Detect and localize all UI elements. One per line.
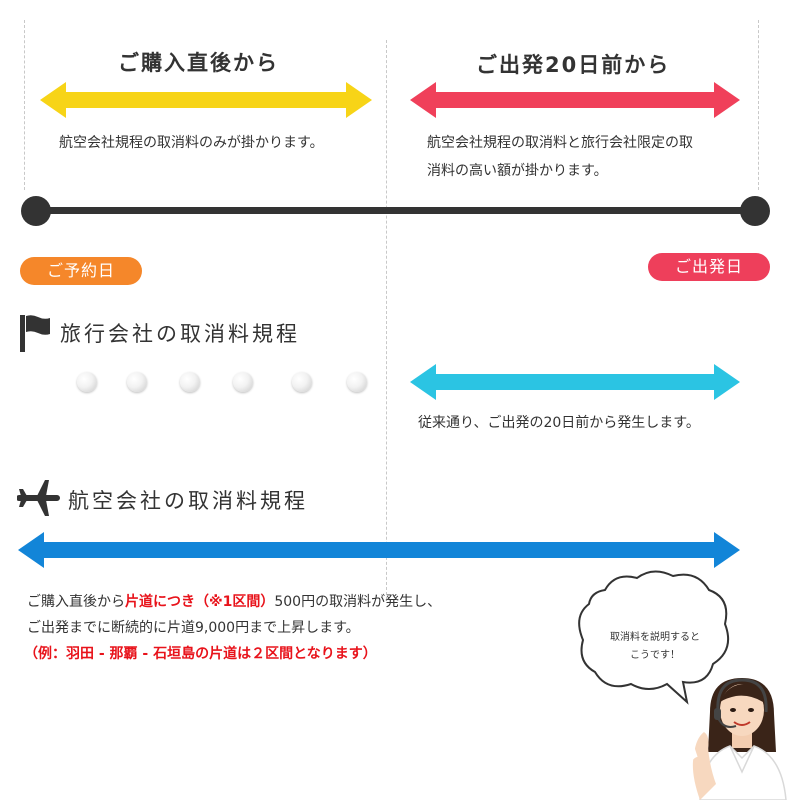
operator-woman-illustration — [680, 678, 787, 800]
speech-bubble — [578, 570, 729, 705]
right-guide-line — [758, 20, 759, 190]
airline-rule-line1-end: 500円の取消料が発生し、 — [274, 594, 442, 610]
ball-marker — [233, 372, 253, 392]
left-guide-line — [24, 20, 25, 190]
reservation-date-badge: ご予約日 — [20, 257, 142, 285]
timeline-bar — [36, 207, 756, 214]
speech-bubble-line1: 取消料を説明すると — [610, 632, 700, 643]
departure-date-badge: ご出発日 — [648, 253, 770, 281]
speech-bubble-line2: こうです！ — [630, 650, 680, 661]
travel-start-description-line1: 航空会社規程の取消料と旅行会社限定の取 — [427, 135, 693, 151]
flag-icon — [20, 315, 50, 352]
airline-rule-line2: ご出発までに断続的に片道9,000円まで上昇します。 — [27, 620, 360, 636]
airline-start-heading: ご購入直後から — [118, 51, 279, 75]
travel-agency-rule-title: 旅行会社の取消料規程 — [60, 322, 300, 346]
travel-agency-rule-description: 従来通り、ご出発の20日前から発生します。 — [418, 415, 700, 431]
airplane-icon — [17, 480, 60, 516]
airline-rule-line1-highlight: 片道につき（※1区間） — [125, 594, 275, 610]
cyan-arrow — [410, 364, 740, 400]
center-guide-line — [386, 40, 387, 600]
ball-marker — [180, 372, 200, 392]
yellow-arrow — [40, 82, 372, 118]
airline-rule-line1: ご購入直後から片道につき（※1区間）500円の取消料が発生し、 — [27, 588, 441, 616]
timeline-start-dot — [21, 196, 51, 226]
ball-marker — [292, 372, 312, 392]
blue-arrow — [18, 532, 740, 568]
ball-marker — [347, 372, 367, 392]
airline-rule-line1-start: ご購入直後から — [27, 594, 125, 610]
airline-rule-title: 航空会社の取消料規程 — [68, 489, 308, 513]
airline-rule-example: （例：羽田 - 那覇 - 石垣島の片道は２区間となります） — [24, 646, 377, 662]
ball-marker — [77, 372, 97, 392]
travel-start-description-line2: 消料の高い額が掛かります。 — [427, 163, 608, 179]
airline-start-description: 航空会社規程の取消料のみが掛かります。 — [59, 135, 324, 151]
red-arrow — [410, 82, 740, 118]
ball-marker — [127, 372, 147, 392]
travel-start-heading: ご出発20日前から — [476, 53, 671, 77]
timeline-end-dot — [740, 196, 770, 226]
